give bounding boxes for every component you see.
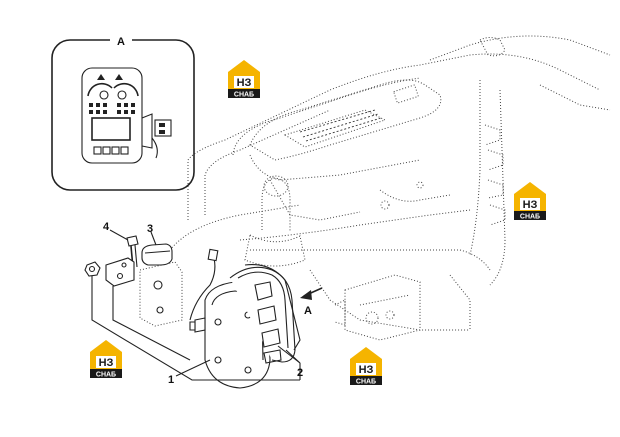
detail-view-a: A xyxy=(51,33,195,191)
svg-text:НЗ: НЗ xyxy=(523,199,538,211)
panel-button-4 xyxy=(120,146,129,155)
cover-sheet xyxy=(244,264,301,351)
valve-block xyxy=(334,274,421,341)
watermark-logo: НЗ СНАБ xyxy=(514,182,546,221)
armrest-console xyxy=(249,79,442,221)
panel-button-1 xyxy=(93,146,102,155)
callout-4: 4 xyxy=(103,221,110,233)
warning-icon xyxy=(97,74,105,80)
nut xyxy=(84,261,101,277)
cover-part-3 xyxy=(141,243,173,266)
svg-text:НЗ: НЗ xyxy=(237,77,252,89)
svg-text:СНАБ: СНАБ xyxy=(234,92,254,99)
watermark-logo: НЗ СНАБ xyxy=(350,347,382,386)
gauge-right xyxy=(113,82,139,97)
watermark-logos: НЗ СНАБ НЗ СНАБ НЗ СНАБ НЗ СНАБ xyxy=(90,60,546,386)
panel-button-3 xyxy=(111,146,120,155)
svg-text:НЗ: НЗ xyxy=(99,357,114,369)
gauge-right-center xyxy=(117,90,127,100)
joystick xyxy=(244,175,306,267)
bracket-plate xyxy=(105,257,135,287)
display-cable xyxy=(189,254,216,321)
leader-lines xyxy=(91,229,301,381)
display-panel xyxy=(81,67,172,164)
indicator-icons xyxy=(89,103,135,114)
bracket xyxy=(139,261,183,327)
screw-hole xyxy=(214,356,222,364)
svg-text:СНАБ: СНАБ xyxy=(356,379,376,386)
svg-text:НЗ: НЗ xyxy=(359,364,374,376)
watermark-logo: НЗ СНАБ xyxy=(228,60,260,99)
callout-3: 3 xyxy=(147,223,153,235)
callout-2: 2 xyxy=(297,367,303,379)
screw-hole xyxy=(214,318,222,326)
gauge-left xyxy=(87,82,113,97)
screw-hole xyxy=(244,366,252,374)
lcd-screen xyxy=(91,117,131,141)
svg-text:СНАБ: СНАБ xyxy=(96,372,116,379)
gauge-left-center xyxy=(99,90,109,100)
callout-1: 1 xyxy=(168,374,174,386)
detail-view-label: A xyxy=(117,36,125,48)
bezel-part-2 xyxy=(229,266,296,364)
cable-connector xyxy=(207,248,219,262)
view-arrow: A xyxy=(300,287,323,317)
svg-text:СНАБ: СНАБ xyxy=(520,214,540,221)
view-arrow-label: A xyxy=(304,305,312,317)
warning-icon-2 xyxy=(115,74,123,80)
cab-structure xyxy=(169,35,611,331)
wiring-harness xyxy=(379,124,506,226)
panel-button-2 xyxy=(102,146,111,155)
watermark-logo: НЗ СНАБ xyxy=(90,340,122,379)
